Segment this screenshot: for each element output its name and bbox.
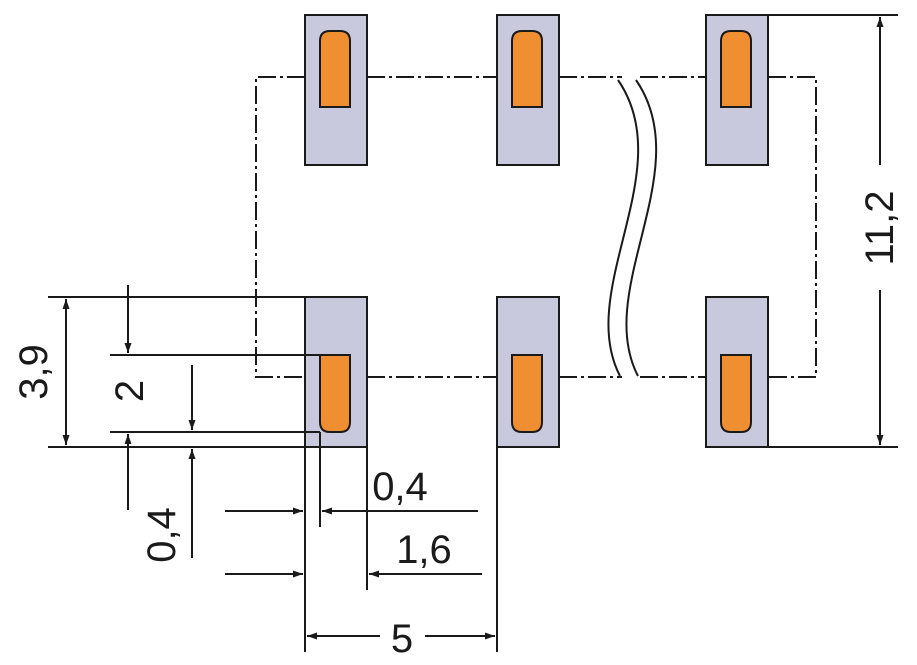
dim-label-pitch: 5 <box>391 617 413 661</box>
slot-top-right <box>720 30 752 108</box>
component-outline <box>255 76 817 378</box>
dim-label-slot-length: 2 <box>108 380 152 402</box>
extension-lines <box>48 14 898 652</box>
slot-bottom-middle <box>511 354 543 433</box>
dim-label-slot-width: 0,4 <box>372 465 428 509</box>
slot-edge-dashes <box>320 106 751 356</box>
dimension-labels: 11,2 3,9 2 0,4 0,4 1,6 5 <box>12 191 902 661</box>
slot-top-left <box>319 30 351 108</box>
slot-top-middle <box>511 30 543 108</box>
dim-label-total-height: 11,2 <box>858 191 902 266</box>
dim-label-pad-length: 3,9 <box>12 344 56 400</box>
slots <box>319 30 752 433</box>
break-line <box>607 79 658 377</box>
slot-bottom-right <box>720 354 752 433</box>
slot-bottom-left <box>319 354 351 433</box>
dim-label-pad-width: 1,6 <box>396 528 452 572</box>
dim-label-slot-offset: 0,4 <box>140 507 184 563</box>
dimension-lines <box>62 17 884 640</box>
